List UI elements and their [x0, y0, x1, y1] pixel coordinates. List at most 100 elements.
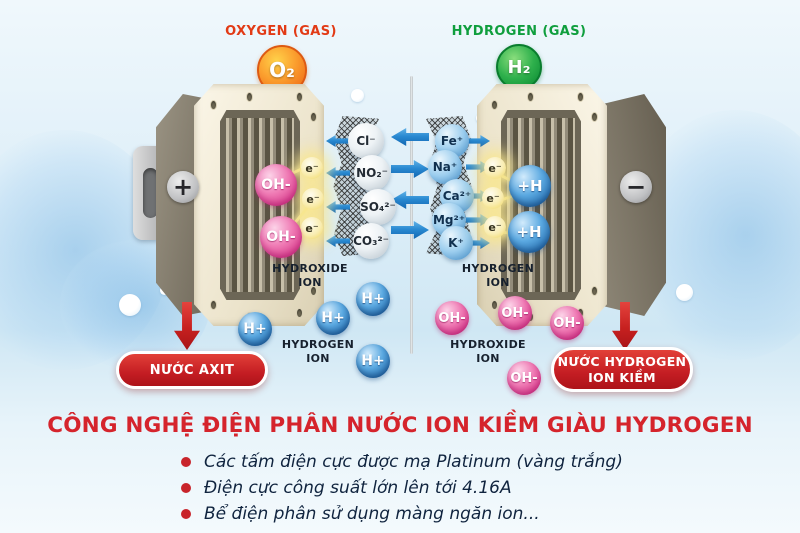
bullet-text: Điện cực công suất lớn lên tới 4.16A: [204, 478, 512, 498]
electron-label: e⁻: [305, 221, 319, 235]
bolt-hole: [210, 100, 217, 110]
bubble: [351, 89, 364, 102]
ion-label: Ca²⁺: [442, 189, 472, 203]
ion-sphere-cl: Cl⁻: [348, 123, 384, 159]
membrane-divider: [410, 76, 413, 354]
electron-label: e⁻: [488, 161, 502, 175]
hydrogen-ion-caption: HYDROGEN ION: [450, 262, 546, 289]
oh-minus-sphere: OH-: [498, 296, 532, 330]
bolt-hole: [246, 92, 253, 102]
h-plus-label: H+: [361, 291, 385, 307]
ion-label: Mg²⁺: [432, 213, 466, 227]
hydroxide-label: OH-: [266, 229, 296, 245]
oh-minus-sphere: OH-: [550, 306, 584, 340]
ion-label: NO₂⁻: [356, 166, 388, 180]
ion-label: Na⁺: [432, 160, 458, 174]
electron-badge: e⁻: [482, 187, 504, 209]
list-item: Điện cực công suất lớn lên tới 4.16A: [181, 478, 623, 498]
electron-badge: e⁻: [484, 216, 506, 238]
bullet-icon: [181, 509, 191, 519]
plus-symbol: +: [172, 173, 194, 201]
ion-label: Fe⁺: [440, 134, 464, 148]
caption-line: HYDROGEN: [461, 262, 535, 275]
bolt-hole: [310, 112, 317, 122]
caption-line: ION: [476, 351, 500, 365]
cathode-minus-badge: −: [620, 171, 652, 203]
list-item: Các tấm điện cực được mạ Platinum (vàng …: [181, 452, 623, 472]
oh-minus-label: OH-: [438, 310, 466, 326]
bolt-hole: [591, 112, 598, 122]
banner-text: NƯỚC HYDROGEN: [557, 353, 687, 369]
bolt-hole: [296, 92, 303, 102]
hydrogen-gas-label: HYDROGEN (GAS): [451, 24, 587, 39]
electron-label: e⁻: [486, 191, 500, 205]
electron-badge: e⁻: [484, 157, 506, 179]
bullet-icon: [181, 483, 191, 493]
h-plus-label: H+: [243, 321, 267, 337]
caption-line: HYDROGEN: [281, 338, 355, 351]
ion-label: SO₄²⁻: [360, 200, 396, 214]
bolt-hole: [491, 300, 498, 310]
banner-text: ION KIỀM: [588, 369, 656, 385]
diagram-title: CÔNG NGHỆ ĐIỆN PHÂN NƯỚC ION KIỀM GIÀU H…: [47, 413, 753, 438]
ion-sphere-co3: CO₃²⁻: [353, 223, 389, 259]
h2-molecule-badge: H₂: [496, 44, 542, 90]
electron-badge: e⁻: [301, 157, 323, 179]
oxygen-gas-label: OXYGEN (GAS): [225, 24, 337, 39]
oh-minus-label: OH-: [510, 370, 538, 386]
banner-text: NƯỚC AXIT: [149, 362, 235, 378]
hydroxide-ion-caption: HYDROXIDE ION: [262, 262, 358, 289]
oh-minus-sphere: OH-: [507, 361, 541, 395]
caption-line: ION: [306, 351, 330, 365]
electron-label: e⁻: [305, 161, 319, 175]
bolt-hole: [310, 286, 317, 296]
electron-badge: e⁻: [301, 217, 323, 239]
caption-line: HYDROXIDE: [272, 262, 348, 275]
ion-label: K⁺: [448, 236, 464, 250]
electrode-right-body: [598, 94, 666, 316]
hydrogen-ion-sphere: +H: [509, 165, 551, 207]
bullet-icon: [181, 457, 191, 467]
bullet-text: Các tấm điện cực được mạ Platinum (vàng …: [204, 452, 623, 472]
acid-water-banner: NƯỚC AXIT: [116, 351, 268, 389]
oh-minus-sphere: OH-: [435, 301, 469, 335]
hydroxide-ion-sphere: OH-: [260, 216, 302, 258]
oh-minus-label: OH-: [553, 315, 581, 331]
bolt-hole: [527, 92, 534, 102]
caption-line: HYDROXIDE: [450, 338, 526, 351]
ion-sphere-no2: NO₂⁻: [354, 155, 390, 191]
ion-label: CO₃²⁻: [353, 234, 389, 248]
caption-line: ION: [486, 275, 510, 289]
h-plus-sphere: H+: [356, 282, 390, 316]
oh-minus-label: OH-: [501, 305, 529, 321]
electrode-left-plates: [226, 118, 294, 292]
caption-line: ION: [298, 275, 322, 289]
h-plus-sphere: H+: [238, 312, 272, 346]
hydroxide-ion-sphere: OH-: [255, 164, 297, 206]
hydrogen-label: +H: [517, 177, 543, 195]
bolt-hole: [577, 92, 584, 102]
list-item: Bể điện phân sử dụng màng ngăn ion...: [181, 504, 623, 524]
bolt-hole: [591, 286, 598, 296]
o2-formula: O₂: [269, 58, 295, 82]
hydroxide-label: OH-: [261, 177, 291, 193]
electron-label: e⁻: [306, 192, 320, 206]
bubble: [676, 284, 693, 301]
electrode-right-plates: [507, 118, 575, 292]
bullet-text: Bể điện phân sử dụng màng ngăn ion...: [204, 504, 540, 524]
electron-badge: e⁻: [302, 188, 324, 210]
bolt-hole: [491, 100, 498, 110]
alkaline-water-banner: NƯỚC HYDROGEN ION KIỀM: [551, 347, 693, 392]
ion-sphere-k: K⁺: [439, 226, 473, 260]
h-plus-label: H+: [321, 310, 345, 326]
ion-sphere-so4: SO₄²⁻: [360, 189, 396, 225]
bubble: [119, 294, 141, 316]
electrode-left-bracket-slot: [143, 168, 158, 218]
hydroxide-ion-bottom-caption: HYDROXIDE ION: [440, 338, 536, 365]
h-plus-label: H+: [361, 353, 385, 369]
bolt-hole: [296, 308, 303, 318]
h2-formula: H₂: [507, 56, 531, 78]
hydrogen-ion-sphere: +H: [508, 211, 550, 253]
anode-plus-badge: +: [167, 171, 199, 203]
